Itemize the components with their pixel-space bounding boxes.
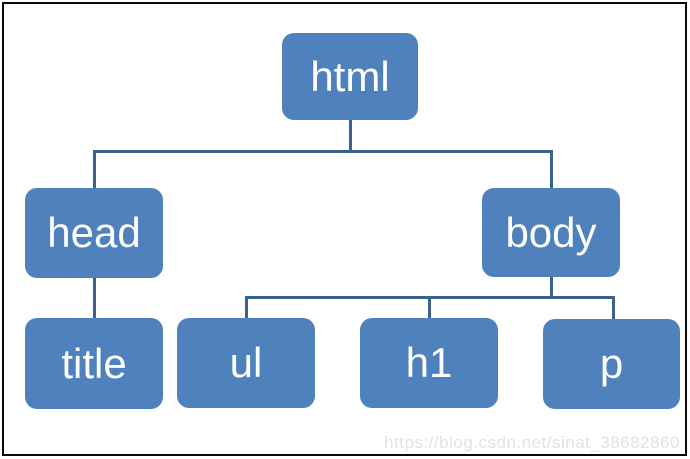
node-h1-label: h1: [405, 339, 453, 386]
node-p: p: [543, 319, 680, 409]
connector-html-stem: [349, 120, 352, 153]
connector-body-drop: [550, 150, 553, 188]
connector-ul-drop: [245, 296, 248, 318]
node-html-label: html: [310, 52, 390, 100]
node-title-label: title: [61, 339, 127, 387]
node-ul-label: ul: [229, 339, 263, 386]
node-body: body: [482, 188, 620, 277]
connector-head-title: [93, 278, 96, 318]
connector-level1-hbar: [93, 150, 553, 153]
connector-body-stem: [550, 277, 553, 299]
node-head: head: [25, 188, 163, 278]
connector-head-drop: [93, 150, 96, 188]
node-head-label: head: [47, 209, 141, 256]
watermark-text: https://blog.csdn.net/sinat_38682860: [384, 433, 680, 452]
connector-h1-drop: [428, 296, 431, 318]
node-h1: h1: [360, 318, 498, 408]
connector-p-drop: [612, 296, 615, 319]
node-title: title: [25, 318, 163, 409]
node-p-label: p: [599, 340, 624, 387]
node-body-label: body: [505, 208, 597, 256]
node-html: html: [282, 33, 418, 120]
node-ul: ul: [177, 318, 315, 408]
